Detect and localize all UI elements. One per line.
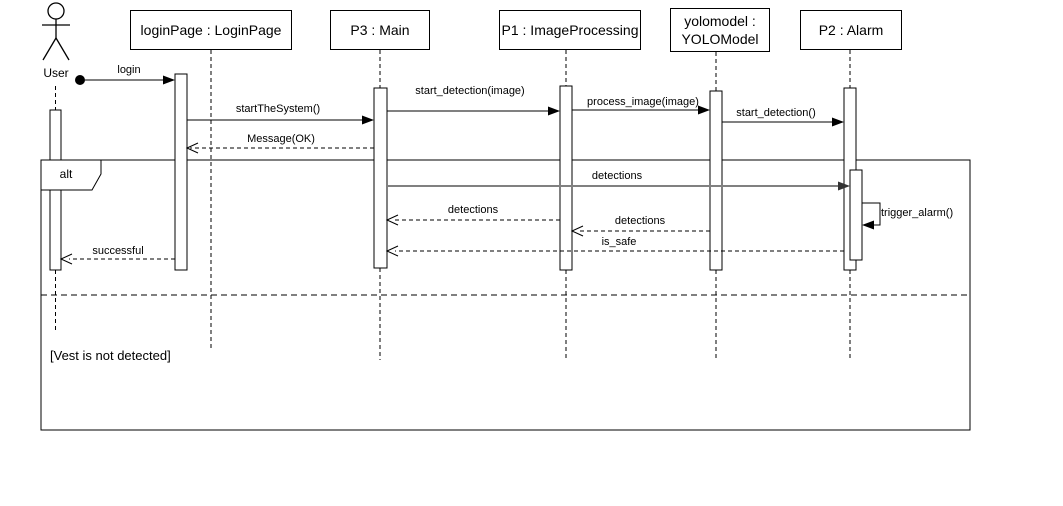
participant-main-label: P3 : Main — [350, 21, 410, 38]
login-arrowhead — [163, 75, 175, 85]
user-actor-icon — [42, 2, 70, 61]
triggeralarm-self-message-line — [862, 202, 881, 226]
participant-loginpage-label: loginPage : LoginPage — [140, 21, 282, 38]
participant-alarm-label: P2 : Alarm — [818, 21, 884, 38]
messageok-open-arrowhead — [185, 142, 199, 154]
user-actor-label: User — [43, 66, 69, 80]
processimage-message-label: process_image(image) — [587, 96, 699, 108]
messageok-message-label: Message(OK) — [247, 133, 315, 145]
alt-operator-pentagon — [40, 159, 102, 191]
participant-loginpage: loginPage : LoginPage — [130, 10, 292, 50]
participant-alarm: P2 : Alarm — [800, 10, 902, 50]
main-activation — [373, 87, 388, 269]
participant-imageprocessing-label: P1 : ImageProcessing — [501, 21, 639, 38]
imageprocessing-activation — [559, 85, 573, 271]
detections-to-p1-message-label: detections — [614, 215, 666, 227]
detections-to-p1-open-arrowhead — [570, 225, 584, 237]
successful-message-label: successful — [92, 245, 144, 257]
participant-yolomodel: yolomodel : YOLOModel — [670, 8, 770, 52]
startthesystem-arrowhead — [362, 115, 374, 125]
login-message-label: login — [117, 64, 141, 76]
detections-to-main-message-label: detections — [447, 204, 499, 216]
detections-to-alarm-arrowhead — [838, 181, 850, 191]
found-message-dot — [75, 75, 85, 85]
startdetection-arrowhead — [832, 117, 844, 127]
startdetection-message-label: start_detection() — [736, 107, 816, 119]
successful-open-arrowhead — [59, 253, 73, 265]
issafe-open-arrowhead — [385, 245, 399, 257]
triggeralarm-arrowhead — [862, 220, 874, 230]
startthesystem-message-label: startTheSystem() — [235, 103, 321, 115]
alarm-nested-activation — [849, 169, 863, 261]
alt-operator-label: alt — [59, 167, 73, 181]
startdetectionimage-arrowhead — [548, 106, 560, 116]
lifelines — [55, 50, 851, 360]
activation-bars — [49, 73, 863, 271]
participant-yolomodel-label: yolomodel : YOLOModel — [681, 12, 759, 47]
detections-to-main-open-arrowhead — [385, 214, 399, 226]
yolomodel-activation — [709, 90, 723, 271]
alt-guard-label: [Vest is not detected] — [50, 348, 171, 363]
issafe-message-label: is_safe — [601, 236, 637, 248]
detections-to-alarm-message-label: detections — [591, 170, 643, 182]
loginpage-activation — [174, 73, 188, 271]
startdetectionimage-message-label: start_detection(image) — [415, 85, 525, 97]
processimage-arrowhead — [698, 105, 710, 115]
triggeralarm-message-label: trigger_alarm() — [881, 207, 954, 219]
participant-imageprocessing: P1 : ImageProcessing — [499, 10, 641, 50]
participant-main: P3 : Main — [330, 10, 430, 50]
